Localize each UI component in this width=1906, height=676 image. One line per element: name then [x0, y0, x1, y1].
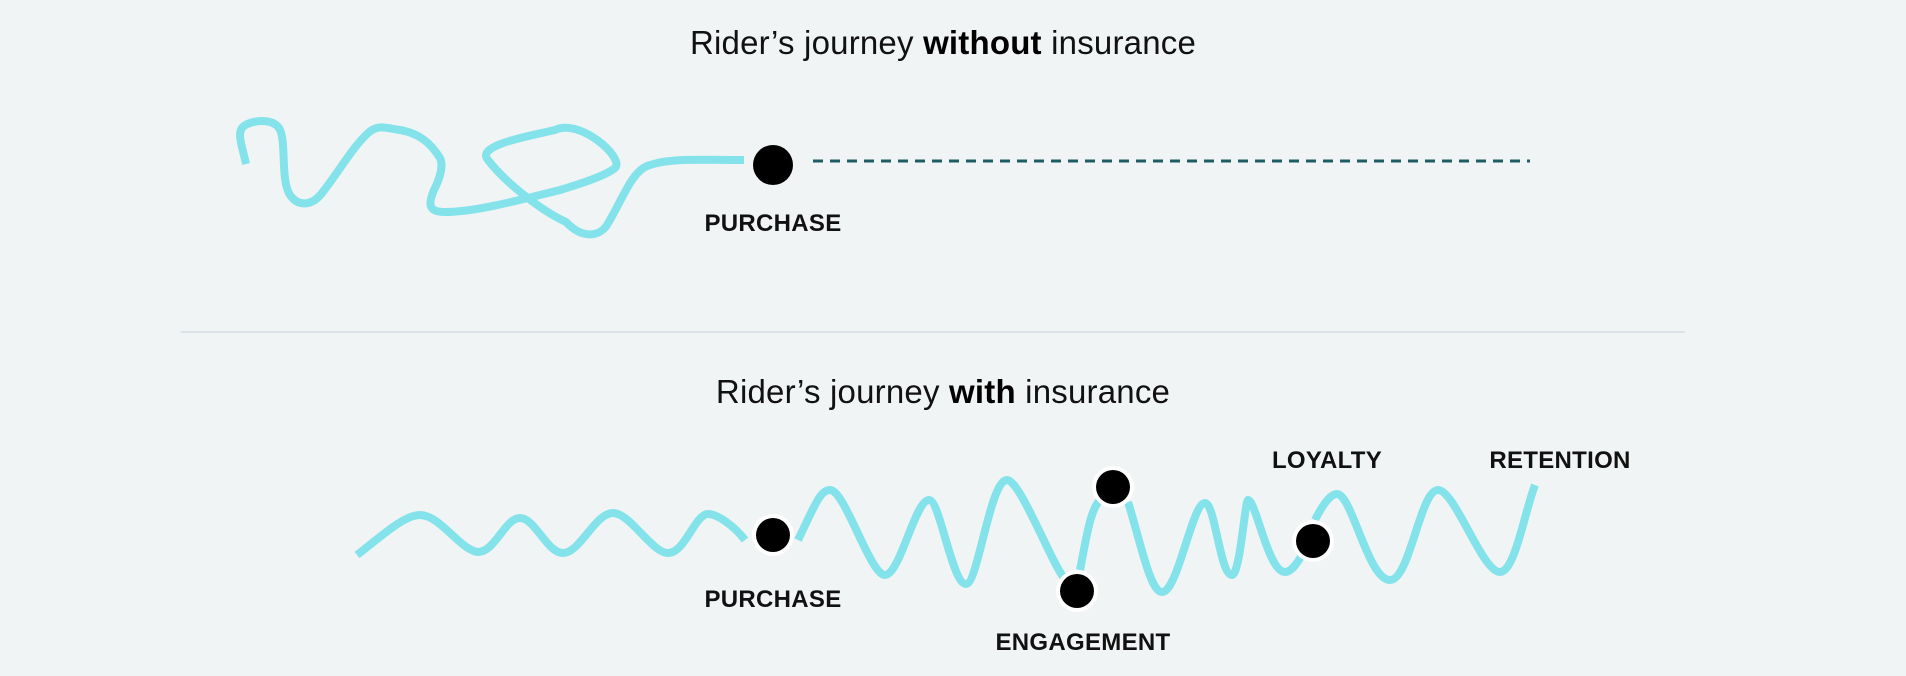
- milestone-dot-engagement: [1060, 574, 1094, 608]
- label-purchase-without: PURCHASE: [704, 210, 842, 237]
- milestone-dot-purchase: [753, 145, 793, 185]
- title-emphasis: without: [923, 24, 1042, 61]
- title-emphasis: with: [949, 373, 1016, 410]
- journey-path-with-insurance-before-purchase: [354, 509, 749, 559]
- milestone-dot-purchase: [756, 518, 790, 552]
- journey-path-with-insurance-after-loyalty: [1311, 483, 1539, 584]
- title-suffix: insurance: [1041, 24, 1197, 61]
- label-engagement: ENGAGEMENT: [995, 629, 1171, 656]
- title-prefix: Rider’s journey: [689, 24, 924, 61]
- title-without-insurance: Rider’s journey without insurance: [0, 24, 1886, 62]
- title-suffix: insurance: [1015, 373, 1171, 410]
- journey-path-with-insurance-after-engagement: [1124, 496, 1309, 596]
- milestone-dot-engagement-peak: [1096, 470, 1130, 504]
- title-with-insurance: Rider’s journey with insurance: [0, 373, 1886, 411]
- journey-path-with-insurance-engagement-link: [1076, 497, 1104, 571]
- milestone-dot-loyalty: [1296, 524, 1330, 558]
- journey-path-with-insurance-after-purchase: [794, 476, 1068, 588]
- milestone-dots-with-insurance: [752, 466, 1334, 612]
- label-purchase-with: PURCHASE: [704, 586, 842, 613]
- journey-path-without-insurance: [236, 117, 745, 239]
- label-loyalty: LOYALTY: [1271, 447, 1383, 474]
- title-prefix: Rider’s journey: [715, 373, 950, 410]
- label-retention: RETENTION: [1489, 447, 1631, 474]
- section-divider: [181, 331, 1685, 333]
